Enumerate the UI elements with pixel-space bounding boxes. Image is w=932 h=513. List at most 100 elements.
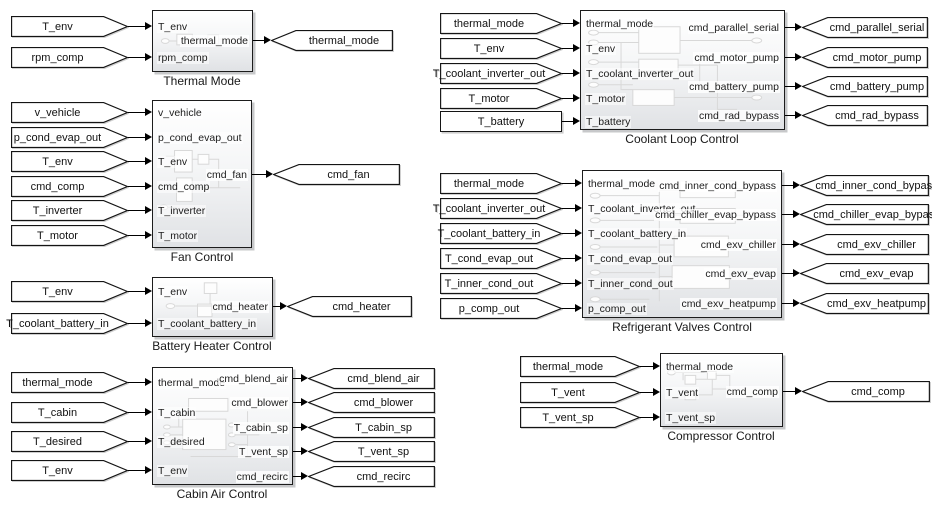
inport-tag-t-motor[interactable]: T_motor	[440, 88, 562, 109]
inport-tag-t-env[interactable]: T_env	[11, 281, 128, 302]
wire[interactable]	[128, 377, 152, 386]
outport-tag-cmd-heater[interactable]: cmd_heater	[287, 296, 412, 317]
wire[interactable]	[785, 81, 802, 90]
wire[interactable]	[293, 471, 308, 480]
outport-tag-cmd-recirc[interactable]: cmd_recirc	[308, 466, 435, 487]
wire[interactable]	[562, 178, 582, 187]
inport-tag-t-vent-sp[interactable]: T_vent_sp	[520, 407, 640, 428]
subsystem-thermal-mode[interactable]: T_env rpm_comp thermal_mode	[152, 10, 253, 72]
inport-tag-t-cabin[interactable]: T_cabin	[11, 402, 128, 423]
inport-tag-t-inner-cond-out[interactable]: T_inner_cond_out	[440, 273, 562, 294]
port-label-thermal-mode: thermal_mode	[587, 178, 657, 190]
outport-tag-cmd-parallel-serial[interactable]: cmd_parallel_serial	[802, 17, 928, 38]
inport-tag-thermal-mode[interactable]: thermal_mode	[440, 173, 562, 194]
wire[interactable]	[640, 387, 660, 396]
wire[interactable]	[562, 116, 580, 125]
wire[interactable]	[128, 286, 152, 295]
subsystem-battery-heater-control[interactable]: T_env T_coolant_battery_in cmd_heater	[152, 277, 273, 337]
wire[interactable]	[293, 446, 308, 455]
wire[interactable]	[562, 68, 580, 77]
inport-tag-thermal-mode[interactable]: thermal_mode	[11, 372, 128, 393]
wire[interactable]	[783, 386, 802, 395]
inport-tag-t-coolant-inverter-out[interactable]: T_coolant_inverter_out	[433, 63, 562, 84]
wire[interactable]	[293, 422, 308, 431]
wire[interactable]	[293, 373, 308, 382]
inport-tag-p-cond-evap-out[interactable]: p_cond_evap_out	[11, 127, 128, 148]
outport-tag-cmd-exv-evap[interactable]: cmd_exv_evap	[800, 263, 929, 284]
wire[interactable]	[782, 239, 800, 248]
outport-tag-cmd-fan[interactable]: cmd_fan	[273, 164, 400, 185]
outport-tag-cmd-blend-air[interactable]: cmd_blend_air	[308, 368, 435, 389]
wire[interactable]	[785, 110, 802, 119]
wire[interactable]	[128, 436, 152, 445]
wire[interactable]	[562, 303, 582, 312]
inport-tag-rpm-comp[interactable]: rpm_comp	[11, 47, 128, 68]
inport-tag-t-env[interactable]: T_env	[440, 38, 562, 59]
wire[interactable]	[562, 18, 580, 27]
inport-tag-t-env[interactable]: T_env	[11, 460, 128, 481]
wire[interactable]	[128, 407, 152, 416]
wire[interactable]	[782, 180, 800, 189]
inport-tag-t-env[interactable]: T_env	[11, 151, 128, 172]
wire[interactable]	[782, 268, 800, 277]
wire[interactable]	[782, 298, 800, 307]
wire[interactable]	[640, 361, 660, 370]
outport-tag-cmd-chiller-evap-bypass[interactable]: cmd_chiller_evap_bypass	[800, 204, 932, 225]
inport-tag-thermal-mode[interactable]: thermal_mode	[440, 13, 562, 34]
wire[interactable]	[128, 318, 152, 327]
outport-tag-t-cabin-sp[interactable]: T_cabin_sp	[308, 417, 435, 438]
wire[interactable]	[562, 203, 582, 212]
wire[interactable]	[785, 22, 802, 31]
inport-tag-v-vehicle[interactable]: v_vehicle	[11, 102, 128, 123]
wire[interactable]	[128, 181, 152, 190]
wire[interactable]	[562, 43, 580, 52]
wire[interactable]	[640, 412, 660, 421]
inport-tag-p-comp-out[interactable]: p_comp_out	[440, 298, 562, 319]
inport-tag-t-motor[interactable]: T_motor	[11, 225, 128, 246]
inport-tag-t-vent[interactable]: T_vent	[520, 382, 640, 403]
wire[interactable]	[785, 52, 802, 61]
wire[interactable]	[128, 21, 152, 30]
wire[interactable]	[562, 278, 582, 287]
inport-tag-t-env[interactable]: T_env	[11, 16, 128, 37]
outport-tag-thermal-mode[interactable]: thermal_mode	[271, 30, 393, 51]
wire[interactable]	[562, 93, 580, 102]
inport-tag-t-cond-evap-out[interactable]: T_cond_evap_out	[440, 248, 562, 269]
wire[interactable]	[128, 107, 152, 116]
subsystem-fan-control[interactable]: v_vehicle p_cond_evap_out T_env cmd_comp…	[152, 100, 252, 248]
wire[interactable]	[293, 397, 308, 406]
wire[interactable]	[128, 156, 152, 165]
wire[interactable]	[782, 209, 800, 218]
outport-tag-t-vent-sp[interactable]: T_vent_sp	[308, 441, 435, 462]
outport-tag-cmd-comp[interactable]: cmd_comp	[802, 381, 930, 402]
wire[interactable]	[273, 301, 287, 310]
outport-tag-cmd-blower[interactable]: cmd_blower	[308, 392, 435, 413]
outport-tag-cmd-rad-bypass[interactable]: cmd_rad_bypass	[802, 105, 928, 126]
inport-tag-thermal-mode[interactable]: thermal_mode	[520, 356, 640, 377]
subsystem-refrigerant-valves-control[interactable]: thermal_mode T_coolant_inverter_out T_co…	[582, 170, 782, 318]
input-tag-t-battery[interactable]: T_battery	[440, 111, 562, 132]
inport-tag-t-coolant-inverter-out[interactable]: T_coolant_inverter_out	[433, 198, 562, 219]
outport-tag-cmd-battery-pump[interactable]: cmd_battery_pump	[802, 76, 928, 97]
outport-tag-cmd-motor-pump[interactable]: cmd_motor_pump	[802, 47, 928, 68]
subsystem-coolant-loop-control[interactable]: thermal_mode T_env T_coolant_inverter_ou…	[580, 10, 785, 130]
inport-tag-t-desired[interactable]: T_desired	[11, 431, 128, 452]
wire[interactable]	[128, 205, 152, 214]
wire[interactable]	[253, 35, 271, 44]
wire[interactable]	[128, 465, 152, 474]
wire[interactable]	[128, 230, 152, 239]
wire[interactable]	[252, 169, 273, 178]
wire[interactable]	[128, 132, 152, 141]
wire[interactable]	[562, 228, 582, 237]
wire[interactable]	[128, 52, 152, 61]
inport-tag-t-coolant-battery-in[interactable]: T_coolant_battery_in	[6, 313, 128, 334]
subsystem-cabin-air-control[interactable]: thermal_mode T_cabin T_desired T_env cmd…	[152, 367, 293, 485]
subsystem-compressor-control[interactable]: thermal_mode T_vent T_vent_sp cmd_comp	[660, 353, 783, 427]
outport-tag-cmd-exv-heatpump[interactable]: cmd_exv_heatpump	[800, 293, 929, 314]
inport-tag-t-inverter[interactable]: T_inverter	[11, 200, 128, 221]
inport-tag-t-coolant-battery-in[interactable]: T_coolant_battery_in	[438, 223, 562, 244]
outport-tag-cmd-inner-cond-bypass[interactable]: cmd_inner_cond_bypass	[800, 175, 932, 196]
wire[interactable]	[562, 253, 582, 262]
outport-tag-cmd-exv-chiller[interactable]: cmd_exv_chiller	[800, 234, 929, 255]
inport-tag-cmd-comp[interactable]: cmd_comp	[11, 176, 128, 197]
